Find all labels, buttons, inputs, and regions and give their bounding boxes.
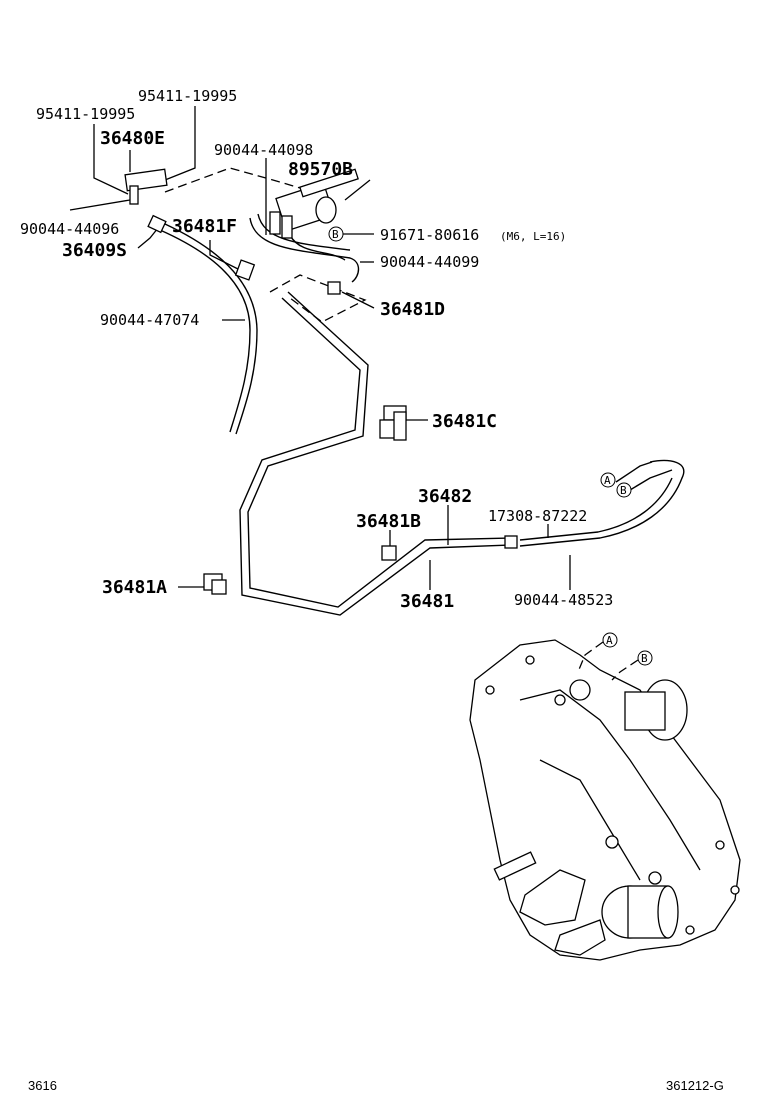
label-36481: 36481: [400, 591, 454, 612]
bracket-36480e: [124, 168, 168, 205]
dashed-boundary: [164, 167, 367, 323]
mark-a-circle-upper: [600, 472, 616, 488]
valve-89570b: [269, 168, 359, 239]
footer: 3616 361212-G: [28, 1078, 724, 1093]
leader-lines: [69, 106, 571, 590]
label-36480e: 36480E: [100, 128, 165, 149]
label-89570b: 89570B: [288, 159, 353, 180]
clamp-36481a: [203, 573, 227, 595]
mark-b-text-case: B: [641, 652, 648, 665]
label-95411-top: 95411-19995: [138, 87, 237, 105]
footer-diagram-code: 361212-G: [666, 1078, 724, 1093]
mark-b-circle: [328, 226, 344, 242]
label-91671-note: (M6, L=16): [500, 230, 566, 243]
label-90044-44098: 90044-44098: [214, 141, 313, 159]
clamp-36481f: [234, 259, 256, 281]
clamp-36481c: [379, 405, 407, 441]
label-36481c: 36481C: [432, 411, 497, 432]
label-90044-44096: 90044-44096: [20, 220, 119, 238]
mark-b-circle-case: [637, 650, 653, 666]
label-17308-87222: 17308-87222: [488, 507, 587, 525]
mark-a-circle-case: [602, 632, 618, 648]
label-90044-44099: 90044-44099: [380, 253, 479, 271]
label-91671-80616: 91671-80616: [380, 226, 479, 244]
mark-b-circle-upper: [616, 482, 632, 498]
mark-b-text-upper: B: [620, 484, 627, 497]
label-36481b: 36481B: [356, 511, 421, 532]
label-36481f: 36481F: [172, 216, 237, 237]
reference-marks: B A B A B: [328, 226, 653, 681]
clamp-36481d: [327, 281, 341, 295]
footer-page-code: 3616: [28, 1078, 57, 1093]
mark-a-text-case: A: [606, 634, 613, 647]
pipes: [159, 213, 685, 616]
label-36481d: 36481D: [380, 299, 445, 320]
fitting-36409s: [147, 214, 167, 234]
label-36409s: 36409S: [62, 240, 127, 261]
label-95411-left: 95411-19995: [36, 105, 135, 123]
clamp-36481b: [381, 545, 397, 561]
label-90044-47074: 90044-47074: [100, 311, 199, 329]
label-90044-48523: 90044-48523: [514, 591, 613, 609]
pipe-joint: [504, 535, 518, 549]
part-labels: 95411-19995 95411-19995 36480E 90044-440…: [20, 87, 613, 612]
parts: [124, 168, 518, 595]
mark-a-text-upper: A: [604, 474, 611, 487]
label-36482: 36482: [418, 486, 472, 507]
mark-b-text: B: [332, 228, 339, 241]
label-36481a: 36481A: [102, 577, 167, 598]
transfer-case-illustration: [469, 639, 741, 961]
